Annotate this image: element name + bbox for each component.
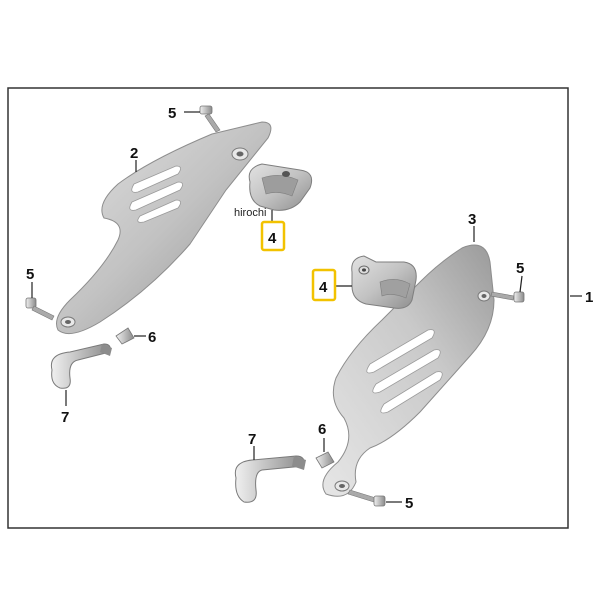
callout-7-right: 7 [248, 431, 256, 448]
callout-5-bottom: 5 [405, 495, 413, 512]
hose-clamp-right [234, 455, 306, 503]
clip-nut-right [315, 451, 335, 469]
heat-shield-left [56, 121, 272, 335]
callout-2: 2 [130, 145, 138, 162]
bolt-right [490, 291, 525, 303]
bolt-left [25, 297, 55, 321]
callout-5-right: 5 [516, 260, 524, 277]
callout-1: 1 [585, 289, 593, 306]
clip-nut-left [115, 327, 135, 345]
callout-6-left: 6 [148, 329, 156, 346]
callout-7-left: 7 [61, 409, 69, 426]
leader-line-5-right [519, 275, 523, 293]
bolt-top [199, 105, 221, 133]
bracket-left [248, 163, 313, 211]
callout-5-top: 5 [168, 105, 176, 122]
heat-shield-right [322, 244, 495, 497]
bolt-bottom [347, 489, 386, 507]
overlay-text: hirochi [234, 207, 266, 219]
callout-5-left: 5 [26, 266, 34, 283]
hose-clamp-left [50, 343, 112, 389]
bracket-right [351, 255, 417, 309]
callout-3: 3 [468, 211, 476, 228]
highlight-box-4-left [260, 220, 286, 252]
highlight-box-4-right [311, 268, 337, 302]
diagram-frame [7, 87, 569, 529]
callout-6-right: 6 [318, 421, 326, 438]
callout-4-left: 4 [268, 230, 277, 247]
callout-4-right: 4 [319, 279, 328, 296]
